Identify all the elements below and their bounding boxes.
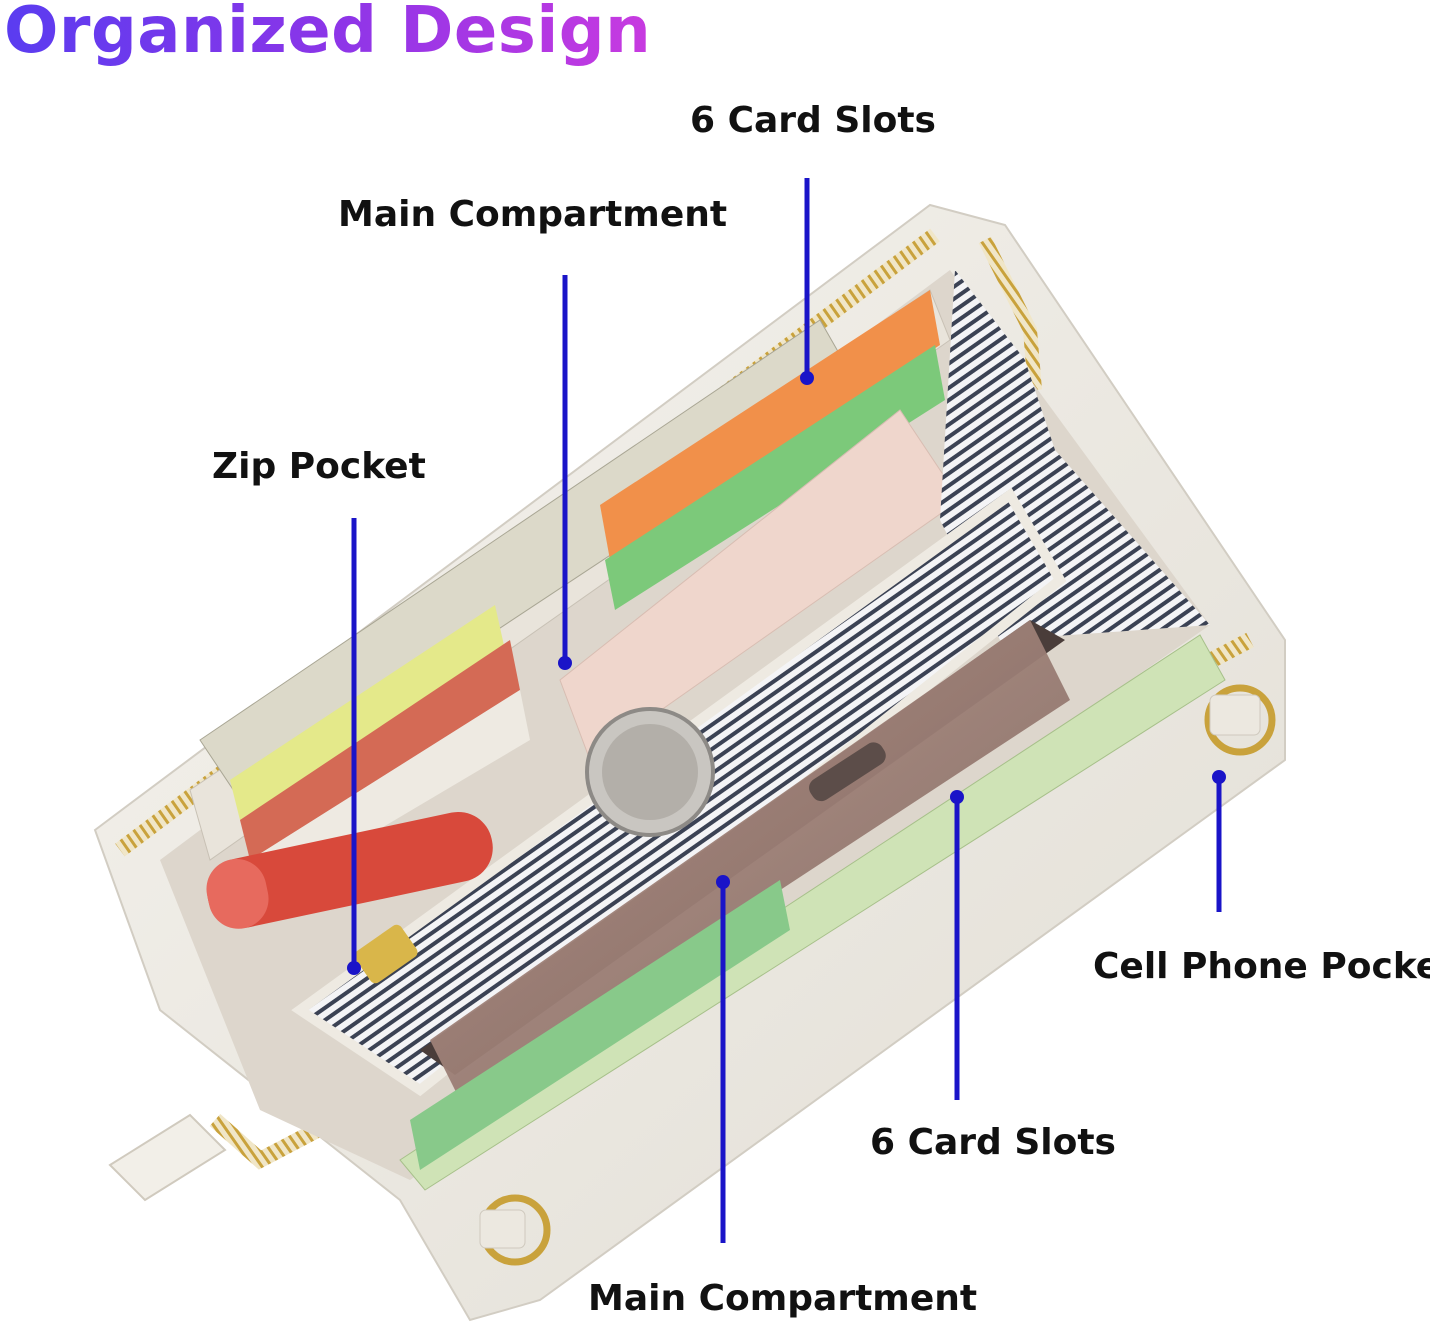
phone <box>420 620 1070 1100</box>
pointer-card-slots-top <box>800 178 814 385</box>
coin <box>585 707 715 837</box>
card-red <box>240 640 520 860</box>
pointer-main-compartment-bottom <box>716 875 730 1243</box>
card-orange <box>600 290 940 560</box>
label-card-slots-top: 6 Card Slots <box>690 100 936 141</box>
label-cell-phone-pocket: Cell Phone Pocket <box>1093 946 1430 987</box>
zipper-pull <box>108 1113 227 1202</box>
zip-pocket-slider <box>354 924 418 984</box>
strap-ring-right <box>1204 684 1276 756</box>
pointer-card-slots-bottom <box>950 790 964 1100</box>
label-zip-pocket: Zip Pocket <box>212 446 426 487</box>
label-main-compartment-bottom: Main Compartment <box>588 1278 978 1319</box>
headline: Organized Design <box>4 0 651 68</box>
card-green <box>605 345 945 610</box>
pointer-main-compartment-top <box>558 275 572 670</box>
pointer-lines <box>347 178 1226 1243</box>
label-card-slots-bottom: 6 Card Slots <box>870 1122 1116 1163</box>
pointer-cell-phone-pocket <box>1212 770 1226 912</box>
lipstick <box>206 811 493 929</box>
zipper-right <box>978 236 1042 391</box>
label-main-compartment-top: Main Compartment <box>338 194 728 235</box>
pointer-zip-pocket <box>347 518 361 975</box>
card-lime <box>230 605 505 820</box>
strap-ring-bottom <box>479 1194 551 1266</box>
